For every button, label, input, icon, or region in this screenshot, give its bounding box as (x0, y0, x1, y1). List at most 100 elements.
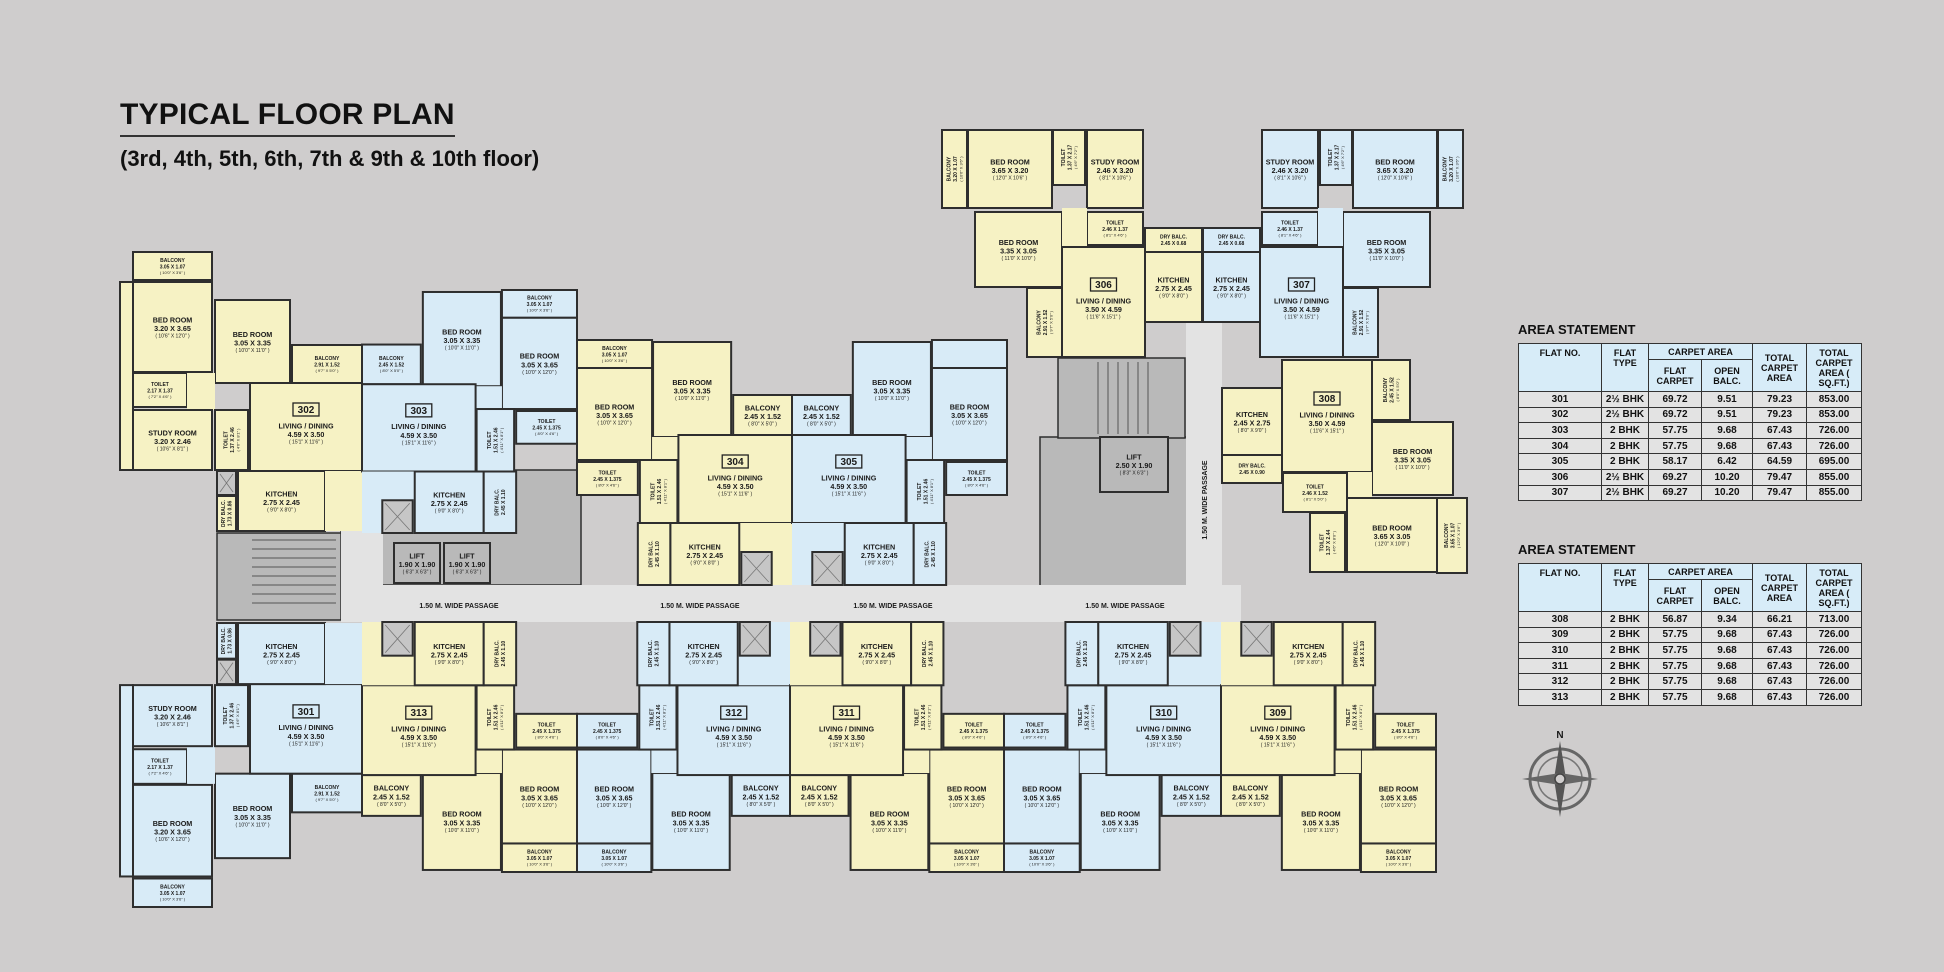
room-name: BALCONY (374, 784, 410, 793)
room-living (676, 684, 791, 777)
room-hall (1347, 472, 1372, 498)
room-name: DRY BALC. (1353, 640, 1359, 668)
room-imp: ( 4'6" X 7'2" ) (1073, 145, 1078, 169)
room-imp: ( 10'0" X 12'0" ) (952, 420, 987, 426)
room-imp: ( 9'7" X 5'0" ) (1048, 310, 1053, 334)
room-toilet1 (1282, 472, 1348, 513)
room-dim: 2.45 X 1.10 (654, 641, 660, 667)
room-name: BALCONY (527, 296, 552, 302)
table-cell: 2 BHK (1601, 688, 1649, 706)
room-name: BED ROOM (872, 378, 912, 387)
room-name: BED ROOM (520, 352, 560, 361)
room-balc1 (1359, 842, 1438, 874)
room-dry (1221, 454, 1283, 484)
room-dim: 3.05 X 3.35 (674, 386, 711, 395)
room-imp: ( 8'0" X 4'6" ) (965, 482, 989, 487)
room-toiletA (132, 372, 188, 408)
room-imp: ( 11'6" X 15'1" ) (1087, 314, 1121, 320)
room-dim: 2.17 X 1.37 (147, 388, 173, 394)
room-name: BALCONY (160, 258, 185, 264)
room-name: DRY BALC. (1218, 235, 1246, 241)
room-toilet2 (1066, 684, 1107, 751)
room-imp: ( 9'0" X 8'0" ) (1119, 660, 1148, 666)
room-study (132, 684, 213, 748)
room-name: LIVING / DINING (1250, 724, 1306, 733)
table-cell: 9.68 (1701, 642, 1753, 659)
room-imp: ( 15'1" X 11'6" ) (832, 491, 866, 497)
room-imp: ( 10'0" X 11'0" ) (675, 396, 709, 402)
room-dim: 2.75 X 2.45 (263, 498, 300, 507)
unit-303 (361, 289, 578, 535)
room-name: LIFT (459, 551, 475, 560)
room-balc1 (500, 842, 578, 874)
room-bed1 (132, 783, 213, 878)
room-hall (652, 437, 679, 462)
room-dim: 2.91 X 1.52 (314, 791, 340, 797)
room-study (1261, 129, 1319, 209)
room-name: BED ROOM (1367, 238, 1407, 247)
room-dim: 3.05 X 3.65 (596, 411, 633, 420)
room-imp: ( 8'0" X 4'6" ) (535, 431, 559, 436)
room-imp: ( 10'6" X 8'1" ) (157, 722, 189, 728)
room-name: KITCHEN (863, 542, 895, 551)
room-name: DRY BALC. (494, 488, 500, 516)
room-bed2 (1342, 211, 1431, 288)
table-cell: 304 (1518, 437, 1602, 455)
room-dim: 2.75 X 2.45 (1115, 651, 1152, 660)
room-dry (216, 622, 237, 660)
room-name: BALCONY (743, 784, 779, 793)
table-cell: 726.00 (1806, 437, 1862, 455)
room-living (789, 684, 905, 777)
room-dim: 1.51 X 2.46 (1353, 704, 1359, 730)
room-imp: ( 12'0" X 3'6" ) (1456, 522, 1461, 548)
room-imp: ( 10'0" X 3'6" ) (160, 270, 186, 275)
room-imp: ( 9'7" X 5'0" ) (315, 797, 339, 802)
room-imp: ( 8'1" X 10'6" ) (1274, 175, 1306, 181)
room-dim: 2.45 X 1.10 (1360, 641, 1366, 667)
table-cell: 2½ BHK (1601, 406, 1649, 424)
room-dim: 2.45 X 1.375 (962, 477, 991, 483)
room-dim: 3.05 X 3.65 (596, 793, 633, 802)
passage-label: 1.50 M. WIDE PASSAGE (1085, 603, 1165, 610)
room-name: TOILET (968, 470, 986, 476)
room-name: BALCONY (160, 885, 185, 891)
room-name: DRY BALC. (924, 540, 930, 568)
room-imp: ( 8'0" X 9'0" ) (1238, 428, 1267, 434)
table-cell: 2 BHK (1601, 673, 1649, 690)
unit-number-box (1313, 391, 1341, 406)
room-toiletA (1319, 129, 1353, 186)
room-imp: ( 10'0" X 11'0" ) (445, 828, 479, 834)
room-balc1 (576, 339, 654, 369)
room-name: DRY BALC. (648, 640, 654, 668)
table-cell: 9.68 (1701, 422, 1753, 439)
room-dim: 2.45 X 1.52 (1232, 792, 1269, 801)
unit-309 (1220, 621, 1438, 874)
room-imp: ( 10'0" X 11'0" ) (236, 822, 270, 828)
room-hall (187, 373, 215, 410)
room-dim: 2.45 X 1.375 (532, 426, 561, 432)
room-toiletB (214, 684, 249, 748)
room-dim: 2.75 X 2.45 (431, 651, 468, 660)
room-name: KITCHEN (433, 642, 465, 651)
unit-number-box (721, 454, 749, 469)
room-name: LIVING / DINING (706, 724, 762, 733)
room-imp: ( 8'1" X 10'6" ) (1099, 175, 1131, 181)
table-cell: 306 (1518, 468, 1602, 486)
table-cell: 9.51 (1701, 406, 1753, 424)
room-dim: 3.20 X 1.07 (1449, 156, 1455, 182)
room-name: BED ROOM (990, 157, 1030, 166)
unit-307 (1202, 129, 1464, 358)
room-dry (1064, 621, 1100, 687)
room-imp: ( 10'6" X 12'0" ) (155, 333, 190, 339)
table-cell: 2 BHK (1601, 453, 1649, 470)
room-dim: 4.59 X 3.50 (717, 482, 754, 491)
room-name: TOILET (599, 470, 617, 476)
unit-number: 303 (410, 406, 427, 417)
room-dim: 3.05 X 3.35 (1102, 818, 1139, 827)
table-cell: 303 (1518, 422, 1602, 439)
room-dim: 2.45 X 0.68 (1161, 241, 1187, 247)
room-dim: 3.65 X 1.07 (1450, 522, 1456, 548)
room-dim: 3.05 X 3.35 (444, 336, 481, 345)
